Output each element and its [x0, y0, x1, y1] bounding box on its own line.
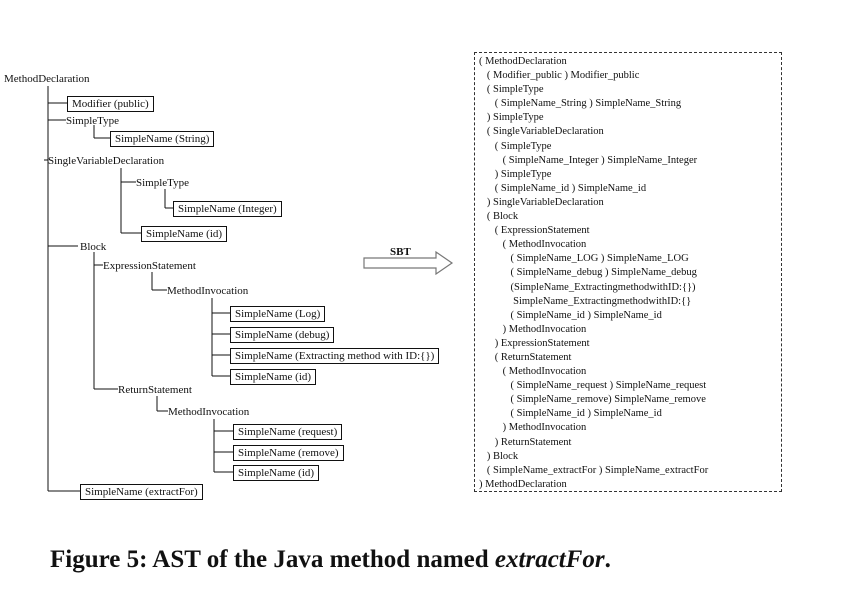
ast-node-n7: SimpleName (id) [141, 226, 228, 242]
sbt-line: ( SimpleName_id ) SimpleName_id [479, 182, 647, 194]
ast-node-n13: SimpleName (Extracting method with ID:{}… [230, 348, 440, 364]
sbt-line: ( SimpleName_Integer ) SimpleName_Intege… [479, 154, 698, 166]
figure-caption: Figure 5: AST of the Java method named e… [50, 546, 611, 574]
caption-method-name: extractFor [494, 546, 605, 573]
sbt-line: (SimpleName_ExtractingmethodwithID:{}) [479, 281, 696, 293]
ast-node-n20: SimpleName (extractFor) [80, 484, 203, 500]
sbt-line: ) Block [479, 450, 519, 462]
sbt-line: ( SimpleType [479, 84, 544, 96]
sbt-line: ) SingleVariableDeclaration [479, 196, 604, 208]
sbt-line: ( ReturnStatement [479, 351, 572, 363]
ast-node-n3: SimpleName (String) [110, 131, 215, 147]
ast-node-n2: SimpleType [66, 115, 120, 127]
sbt-line: ( Modifier_public ) Modifier_public [479, 70, 640, 82]
sbt-line: ) MethodDeclaration [479, 478, 567, 490]
ast-node-n9: ExpressionStatement [103, 260, 196, 272]
ast-node-n4: SingleVariableDeclaration [48, 155, 165, 167]
sbt-sequence-panel: ( MethodDeclaration ( Modifier_public ) … [474, 52, 782, 492]
ast-node-n5: SimpleType [136, 177, 190, 189]
sbt-line: ( SimpleName_id ) SimpleName_id [479, 309, 662, 321]
ast-node-n19: SimpleName (id) [233, 465, 320, 481]
sbt-line: ) SimpleType [479, 112, 544, 124]
sbt-line: ( MethodInvocation [479, 239, 587, 251]
ast-node-n1: Modifier (public) [67, 96, 154, 112]
ast-node-n12: SimpleName (debug) [230, 327, 335, 343]
sbt-line: ( SimpleName_LOG ) SimpleName_LOG [479, 253, 689, 265]
sbt-line: ( SimpleName_request ) SimpleName_reques… [479, 380, 707, 392]
ast-node-n0: MethodDeclaration [4, 73, 90, 85]
sbt-line: ( SimpleName_String ) SimpleName_String [479, 98, 682, 110]
ast-node-n8: Block [80, 241, 107, 253]
ast-node-n11: SimpleName (Log) [230, 306, 326, 322]
sbt-line: ( MethodInvocation [479, 366, 587, 378]
sbt-line: ( ExpressionStatement [479, 225, 590, 237]
sbt-line: ( SimpleName_id ) SimpleName_id [479, 408, 662, 420]
sbt-line: SimpleName_ExtractingmethodwithID:{} [479, 295, 692, 307]
sbt-line: ) ReturnStatement [479, 436, 572, 448]
ast-node-n15: ReturnStatement [118, 384, 192, 396]
sbt-line: ) ExpressionStatement [479, 337, 590, 349]
caption-suffix: . [604, 546, 611, 573]
ast-node-n14: SimpleName (id) [230, 369, 317, 385]
sbt-line: ) SimpleType [479, 168, 552, 180]
sbt-line: ( SimpleType [479, 140, 552, 152]
sbt-line: ( SimpleName_debug ) SimpleName_debug [479, 267, 697, 279]
sbt-line: ) MethodInvocation [479, 323, 587, 335]
sbt-line: ( SimpleName_extractFor ) SimpleName_ext… [479, 464, 709, 476]
sbt-arrow-label: SBT [390, 246, 411, 258]
ast-node-n10: MethodInvocation [167, 285, 249, 297]
sbt-line: ( SimpleName_remove) SimpleName_remove [479, 394, 706, 406]
sbt-line: ( SingleVariableDeclaration [479, 126, 604, 138]
ast-node-n6: SimpleName (Integer) [173, 201, 282, 217]
sbt-arrow [363, 250, 454, 276]
sbt-line: ) MethodInvocation [479, 422, 587, 434]
caption-prefix: Figure 5: AST of the Java method named [50, 546, 495, 573]
ast-node-n16: MethodInvocation [168, 406, 250, 418]
ast-node-n17: SimpleName (request) [233, 424, 343, 440]
sbt-line: ( Block [479, 211, 519, 223]
ast-node-n18: SimpleName (remove) [233, 445, 344, 461]
sbt-line: ( MethodDeclaration [479, 56, 567, 67]
